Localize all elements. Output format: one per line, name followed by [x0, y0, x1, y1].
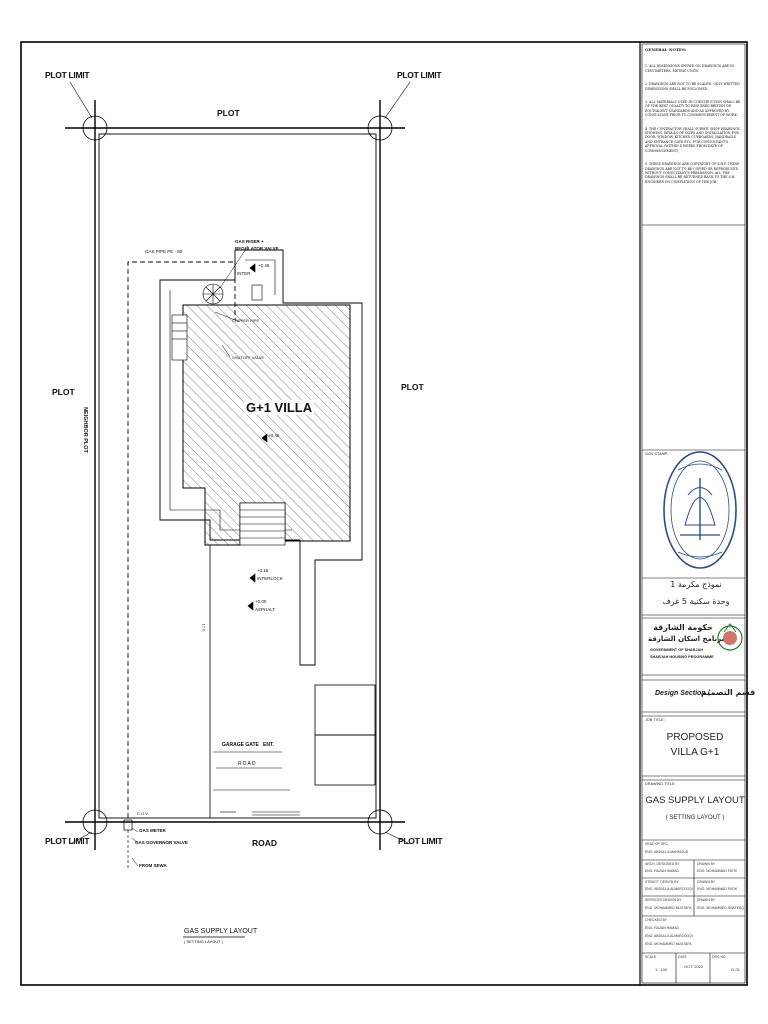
interlock-label-2: ASPHALT	[255, 607, 276, 612]
scale-value: 1 : 100	[655, 967, 668, 972]
entrance-label: ENT.	[263, 742, 274, 748]
corner-marker-tl	[82, 115, 108, 141]
shutoff-valve-label: SHUTOFF VALVE	[232, 355, 265, 360]
drawing-subtitle: ( SETTING LAYOUT )	[665, 815, 725, 821]
side-steps	[171, 314, 188, 361]
corner-marker-tr	[367, 115, 393, 141]
sharjah-emblem	[717, 623, 743, 651]
drawing-title: GAS SUPPLY LAYOUT	[645, 795, 745, 806]
struct-design-name: ENG. ABDULLA ALMARZOOQI	[645, 887, 693, 891]
head-of-sec-label: HEAD OF SEC.	[645, 842, 669, 846]
drg-no-label: DRG NO.	[712, 955, 727, 959]
checked-by-name: ENG. MOHAMMED MUSTAFA	[645, 942, 692, 946]
inter-label: INTER	[237, 271, 251, 276]
program-name-en: SHARJAH HOUSING PROGRAMME	[650, 655, 714, 659]
gas-meter-label: GAS METER	[139, 828, 166, 833]
garage-gate-label: GARAGE GATE	[222, 742, 259, 748]
gas-riser-label: GAS RISER +	[235, 239, 264, 244]
gas-pipe-label: GAS PIPE PE - 80	[145, 249, 183, 254]
parking-bays	[314, 684, 376, 786]
date-value: OCT. 2022	[684, 964, 704, 969]
job-title-line-1: PROPOSED	[666, 732, 724, 743]
services-design-label: SERVICES DESIGN BY	[645, 898, 682, 902]
title-block-grid	[642, 224, 745, 983]
struct-drawn-name: ENG. MOHAMMAD FATHI	[697, 887, 738, 891]
design-section-label: Design Section /	[655, 690, 710, 697]
arch-designed-name: ENG. RAZAN HAMAD	[645, 869, 679, 873]
gas-riser-symbol	[202, 283, 224, 305]
dimension-label: 17.0	[201, 623, 207, 632]
checked-by-name: ENG. RAZAN HAMAD	[645, 926, 679, 930]
drawing-title-label: DRAWING TITLE:	[645, 782, 676, 786]
villa-level-label: +0.45	[268, 433, 280, 438]
corner-marker-br	[367, 809, 393, 835]
note-item: 3. ALL MATERIALS USED IN CONSTRUCTION SH…	[645, 100, 741, 118]
gov-name-en: GOVERNMENT OF SHARJAH	[650, 648, 703, 652]
plot-limit-label-tl: PLOT LIMIT	[45, 70, 90, 80]
job-title-line-2: VILLA G+1	[670, 747, 720, 758]
stamp-label: GOV STAMP:	[645, 452, 669, 456]
services-drawn-label: DRAWN BY	[697, 898, 716, 902]
struct-design-label: STRUCT. DESIGN BY	[645, 880, 679, 884]
scale-label: SCALE	[645, 955, 657, 959]
copper-pipe-label: COPPER PIPE	[232, 318, 260, 323]
outer-border	[20, 41, 748, 986]
interlock-label-1: INTERLOCK	[257, 576, 283, 581]
layout-subtitle: ( SETTING LAYOUT )	[184, 939, 223, 944]
gas-governor-label: GAS GOVERNOR VALVE	[135, 840, 188, 845]
level-label-1: +0.45	[258, 263, 270, 268]
date-label: DATE	[678, 955, 687, 959]
corner-marker-bl	[82, 809, 108, 835]
cover-label: C.O.V.	[137, 811, 149, 816]
checked-by-name: ENG. ABDULLA ALMARZOOQI	[645, 934, 693, 938]
gas-pipe-line	[127, 261, 236, 818]
general-notes: GENERAL NOTES: 1. ALL DIMENSIONS SHOWN O…	[645, 47, 741, 193]
note-item: 2. DRAWINGS ARE NOT TO BE SCALED. ONLY W…	[645, 82, 740, 91]
head-of-sec-name: ENG. ABDULLA MAHMOUD	[645, 850, 689, 854]
road-label: ROAD	[252, 838, 278, 848]
from-sewa-label: FROM SEWA	[139, 863, 167, 868]
notes-heading: GENERAL NOTES:	[645, 47, 687, 52]
regulator-valve-label: REGULATOR VALVE	[235, 246, 279, 251]
neighbor-plot-label: NEIGHBOR PLOT	[81, 407, 88, 453]
arch-drawn-name: ENG. MOHAMMAD FATHI	[697, 869, 738, 873]
plot-label-right: PLOT	[401, 382, 424, 392]
arch-designed-label: ARCH. DESIGNED BY	[645, 862, 680, 866]
services-design-name: ENG. MOHAMMED MUSTAFA	[645, 906, 692, 910]
model-name-ar: نموذج مكرمة 1	[670, 580, 722, 589]
checked-by-label: CHECKED BY	[645, 918, 668, 922]
compound-wall	[98, 133, 377, 819]
plot-limit-label-tr: PLOT LIMIT	[397, 70, 442, 80]
level-label-3: +0.00	[255, 599, 267, 604]
model-desc-ar: وحدة سكنية 5 غرف	[662, 597, 730, 606]
road-inner-label: ROAD	[238, 761, 257, 767]
government-stamp-seal	[663, 451, 737, 569]
arch-drawn-label: DRAWN BY	[697, 862, 716, 866]
plot-label-left: PLOT	[52, 387, 75, 397]
note-item: 5. THESE DRAWINGS ARE COPYRIGHT OF S.H.P…	[645, 162, 740, 184]
job-title-label: JOB TITLE:	[645, 718, 665, 722]
entrance-steps	[239, 502, 286, 546]
design-section-ar: قسم التصميم	[701, 688, 756, 697]
plot-limit-label-bl: PLOT LIMIT	[45, 836, 90, 846]
drg-no-value: G-01	[731, 967, 740, 972]
struct-drawn-label: DRAWN BY	[697, 880, 716, 884]
plot-label-top: PLOT	[217, 108, 240, 118]
program-name-ar: برنامج اسكان الشارقة	[648, 635, 725, 643]
services-drawn-name: ENG. MOHAMMED SHAFEEQ	[697, 906, 744, 910]
layout-title: GAS SUPPLY LAYOUT	[184, 928, 258, 935]
note-item: 1. ALL DIMENSIONS SHOWN ON DRAWINGS ARE …	[645, 64, 735, 73]
level-label-2: +0.15	[257, 568, 269, 573]
note-item: 4. THE CONTRACTOR SHALL SUBMIT SHOP DRAW…	[645, 126, 740, 153]
plot-limit-label-br: PLOT LIMIT	[398, 836, 443, 846]
villa-label: G+1 VILLA	[244, 400, 315, 415]
gov-name-ar: حكومة الشارقة	[653, 623, 713, 632]
